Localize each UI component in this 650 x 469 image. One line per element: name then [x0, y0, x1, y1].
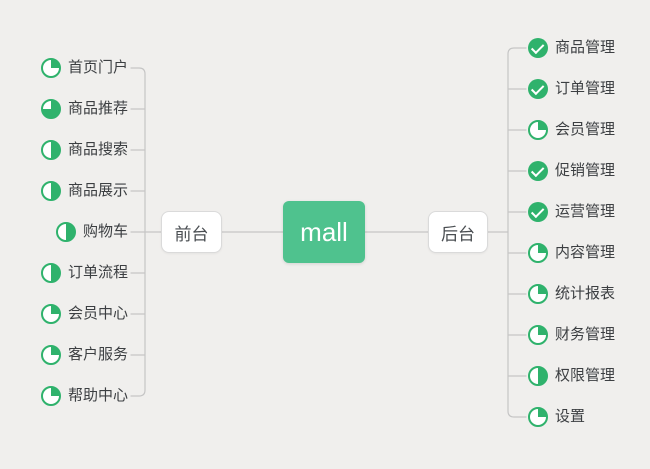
mindmap-leaf-node[interactable]: 内容管理	[528, 242, 615, 264]
progress-50-icon	[55, 222, 76, 242]
check-icon	[528, 79, 548, 99]
progress-25-icon	[40, 304, 61, 324]
mindmap-leaf-node[interactable]: 购物车	[55, 221, 128, 243]
leaf-label: 订单流程	[67, 264, 128, 281]
mindmap-leaf-node[interactable]: 运营管理	[528, 201, 615, 223]
branch-node-backend[interactable]: 后台	[428, 211, 488, 253]
progress-50-icon	[40, 181, 61, 201]
progress-25-icon	[528, 120, 548, 140]
mindmap-leaf-node[interactable]: 财务管理	[528, 324, 615, 346]
mindmap-leaf-node[interactable]: 商品展示	[40, 180, 128, 202]
leaf-label: 商品展示	[67, 182, 128, 199]
mindmap-leaf-node[interactable]: 商品推荐	[40, 98, 128, 120]
mindmap-leaf-node[interactable]: 设置	[528, 406, 585, 428]
leaf-label: 客户服务	[67, 346, 128, 363]
mindmap-leaf-node[interactable]: 订单管理	[528, 78, 615, 100]
progress-50-icon	[40, 263, 61, 283]
mindmap-leaf-node[interactable]: 权限管理	[528, 365, 615, 387]
progress-50-icon	[528, 366, 548, 386]
progress-25-icon	[528, 325, 548, 345]
check-icon	[528, 202, 548, 222]
progress-25-icon	[528, 407, 548, 427]
progress-25-icon	[528, 284, 548, 304]
check-icon	[528, 161, 548, 181]
mindmap-leaf-node[interactable]: 帮助中心	[40, 385, 128, 407]
leaf-label: 会员管理	[555, 121, 616, 138]
leaf-label: 权限管理	[555, 367, 616, 384]
progress-25-icon	[40, 386, 61, 406]
mindmap-leaf-node[interactable]: 会员管理	[528, 119, 615, 141]
check-icon	[528, 38, 548, 58]
progress-75-icon	[40, 99, 61, 119]
leaf-label: 内容管理	[555, 244, 616, 261]
leaf-label: 购物车	[82, 223, 128, 240]
mindmap-leaf-node[interactable]: 促销管理	[528, 160, 615, 182]
mindmap-leaf-node[interactable]: 商品管理	[528, 37, 615, 59]
leaf-label: 商品管理	[555, 39, 616, 56]
mindmap-leaf-node[interactable]: 首页门户	[40, 57, 128, 79]
leaf-label: 设置	[555, 408, 586, 425]
progress-25-icon	[528, 243, 548, 263]
mindmap-leaf-node[interactable]: 订单流程	[40, 262, 128, 284]
leaf-label: 商品搜索	[67, 141, 128, 158]
progress-25-icon	[40, 345, 61, 365]
leaf-label: 帮助中心	[67, 387, 128, 404]
mindmap-leaf-node[interactable]: 会员中心	[40, 303, 128, 325]
mindmap-leaf-node[interactable]: 客户服务	[40, 344, 128, 366]
mindmap-leaf-node[interactable]: 商品搜索	[40, 139, 128, 161]
leaf-label: 商品推荐	[67, 100, 128, 117]
leaf-label: 订单管理	[555, 80, 616, 97]
leaf-label: 财务管理	[555, 326, 616, 343]
leaf-label: 会员中心	[67, 305, 128, 322]
leaf-label: 运营管理	[555, 203, 616, 220]
leaf-label: 首页门户	[67, 59, 128, 76]
leaf-label: 统计报表	[555, 285, 616, 302]
progress-50-icon	[40, 140, 61, 160]
central-topic-mall[interactable]: mall	[283, 201, 365, 263]
progress-25-icon	[40, 58, 61, 78]
leaf-label: 促销管理	[555, 162, 616, 179]
branch-node-frontend[interactable]: 前台	[161, 211, 222, 253]
mindmap-leaf-node[interactable]: 统计报表	[528, 283, 615, 305]
